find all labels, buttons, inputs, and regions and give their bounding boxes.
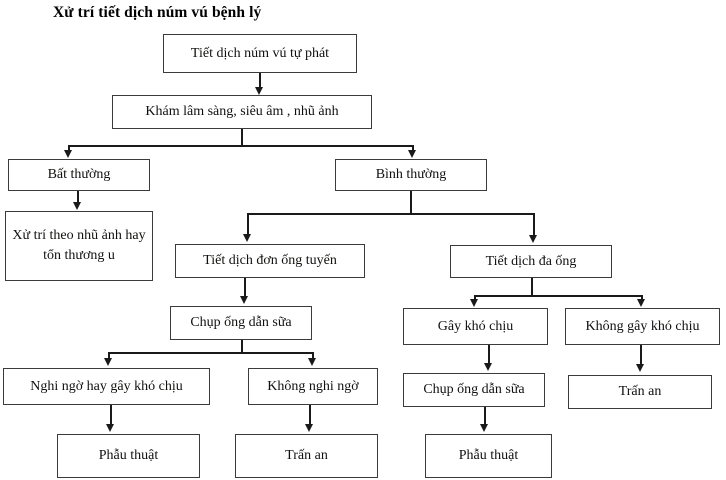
edge-bus-to-suspicious	[108, 352, 110, 359]
arrowhead-bothersome	[470, 299, 478, 307]
edge-bus-to-not-suspicious	[312, 352, 314, 359]
node-start: Tiết dịch núm vú tự phát	[163, 34, 357, 73]
node-ductogram-left: Chụp ống dẫn sữa	[170, 306, 312, 340]
node-not-suspicious: Không nghi ngờ	[248, 368, 378, 405]
node-normal: Bình thường	[335, 159, 487, 191]
arrowhead-not-suspicious	[308, 358, 316, 366]
node-surgery-left: Phẫu thuật	[57, 434, 200, 478]
edge-not-suspicious-to-reassure	[309, 405, 311, 425]
edge-ductogram-right-to-surgery	[484, 407, 486, 425]
arrowhead-manage-imaging	[73, 202, 81, 210]
edge-bus-to-single-duct	[247, 213, 249, 235]
arrowhead-abnormal	[64, 150, 72, 158]
arrowhead-ductogram-right	[484, 363, 492, 371]
edge-normal-bus	[247, 213, 533, 215]
node-not-bothersome: Không gây khó chịu	[565, 308, 720, 345]
arrowhead-ductogram-left	[240, 296, 248, 304]
node-single-duct: Tiết dịch đơn ống tuyến	[175, 244, 365, 278]
node-ductogram-right: Chụp ống dẫn sữa	[403, 373, 545, 407]
edge-multi-duct-stem	[531, 278, 533, 296]
arrowhead-multi-duct	[529, 235, 537, 243]
edge-abnormal-to-manage	[77, 191, 79, 203]
edge-bus-to-abnormal	[68, 145, 70, 152]
arrowhead-normal	[408, 150, 416, 158]
edge-bus-to-bothersome	[474, 295, 476, 301]
edge-ductogram-left-bus	[108, 352, 313, 354]
edge-workup-stem	[241, 129, 243, 146]
edge-bus-to-multi-duct	[533, 213, 535, 236]
node-manage-imaging: Xử trí theo nhũ ảnh hay tổn thương u	[5, 211, 153, 281]
edge-single-duct-to-ductogram	[244, 278, 246, 297]
arrowhead-workup	[255, 87, 263, 95]
node-suspicious: Nghi ngờ hay gây khó chịu	[3, 368, 210, 405]
node-workup: Khám lâm sàng, siêu âm , nhũ ảnh	[112, 95, 372, 129]
arrowhead-not-bothersome	[637, 299, 645, 307]
edge-bus-to-not-bothersome	[641, 295, 643, 301]
node-surgery-right: Phẫu thuật	[425, 434, 552, 478]
arrowhead-reassure-right	[636, 364, 644, 372]
node-reassure-left: Trấn an	[235, 434, 378, 478]
arrowhead-reassure-left	[305, 424, 313, 432]
node-multi-duct: Tiết dịch đa ống	[450, 245, 612, 278]
edge-suspicious-to-surgery	[110, 405, 112, 425]
arrowhead-single-duct	[243, 234, 251, 242]
edge-bothersome-to-ductogram	[488, 345, 490, 363]
arrowhead-surgery-left	[106, 424, 114, 432]
node-bothersome: Gây khó chịu	[403, 308, 548, 345]
arrowhead-surgery-right	[480, 424, 488, 432]
edge-ductogram-left-stem	[241, 340, 243, 353]
edge-not-bothersome-to-reassure	[640, 345, 642, 365]
node-reassure-right: Trấn an	[568, 375, 712, 409]
edge-multi-duct-bus	[474, 295, 642, 297]
arrowhead-suspicious	[104, 358, 112, 366]
edge-bus-to-normal	[412, 145, 414, 152]
edge-workup-bus	[68, 145, 413, 147]
node-abnormal: Bất thường	[8, 159, 150, 191]
edge-start-to-workup	[259, 73, 261, 88]
edge-normal-stem	[410, 191, 412, 214]
page-title: Xử trí tiết dịch núm vú bệnh lý	[53, 4, 262, 21]
